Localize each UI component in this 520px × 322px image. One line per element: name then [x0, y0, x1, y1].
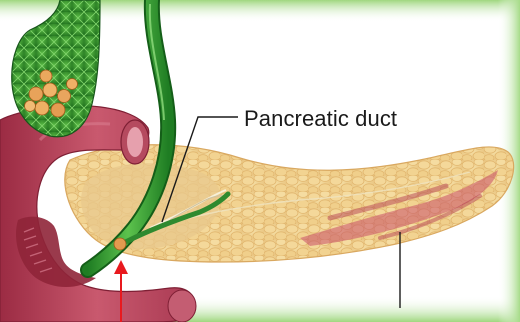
pancreatic-duct-label: Pancreatic duct	[244, 106, 397, 132]
